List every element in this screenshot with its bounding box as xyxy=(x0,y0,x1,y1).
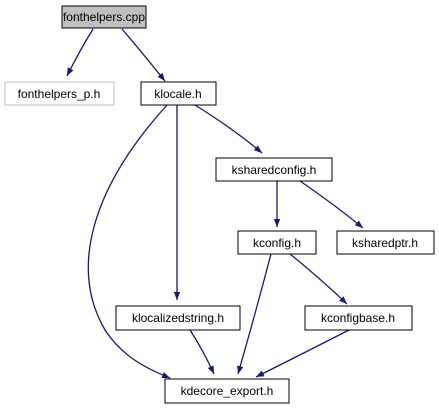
edges-layer xyxy=(66,28,364,379)
node-box xyxy=(304,305,413,331)
node-box xyxy=(61,5,147,29)
node-fonthelpers-cpp[interactable]: fonthelpers.cpp xyxy=(61,5,147,29)
edge-fonthelpers-cpp-to-klocale-h xyxy=(121,28,166,82)
node-box xyxy=(164,378,290,404)
node-box xyxy=(4,81,115,106)
node-box xyxy=(115,305,241,331)
node-kdecore-export-h[interactable]: kdecore_export.h xyxy=(164,378,290,404)
edge-klocalizedstring-h-to-kdecore-export-h xyxy=(189,329,215,375)
node-label: kconfigbase.h xyxy=(321,311,395,325)
node-ksharedptr-h[interactable]: ksharedptr.h xyxy=(336,230,435,255)
edge-kconfig-h-to-kdecore-export-h xyxy=(237,253,272,375)
node-box xyxy=(336,230,435,255)
node-label: klocalizedstring.h xyxy=(132,311,224,325)
node-kconfig-h[interactable]: kconfig.h xyxy=(237,230,317,255)
node-kconfigbase-h[interactable]: kconfigbase.h xyxy=(304,305,413,331)
node-label: kconfig.h xyxy=(253,236,301,250)
node-fonthelpers-p-h[interactable]: fonthelpers_p.h xyxy=(4,81,115,106)
node-label: fonthelpers_p.h xyxy=(18,87,101,101)
edge-klocale-h-to-kdecore-export-h xyxy=(87,104,171,379)
node-box xyxy=(237,230,317,255)
node-box xyxy=(215,157,333,182)
node-klocale-h[interactable]: klocale.h xyxy=(140,81,217,106)
nodes-layer: fonthelpers.cpp fonthelpers_p.h klocale.… xyxy=(4,5,435,404)
edge-ksharedconfig-h-to-ksharedptr-h xyxy=(299,180,364,229)
node-ksharedconfig-h[interactable]: ksharedconfig.h xyxy=(215,157,333,182)
node-label: kdecore_export.h xyxy=(181,384,274,398)
node-box xyxy=(140,81,217,106)
edge-kconfig-h-to-kconfigbase-h xyxy=(289,253,348,305)
edge-fonthelpers-cpp-to-fonthelpers-p-h xyxy=(66,28,94,77)
edge-klocale-h-to-ksharedconfig-h xyxy=(194,104,263,154)
node-label: klocale.h xyxy=(154,87,201,101)
node-label: ksharedconfig.h xyxy=(232,163,317,177)
edge-kconfigbase-h-to-kdecore-export-h xyxy=(255,329,350,378)
node-klocalizedstring-h[interactable]: klocalizedstring.h xyxy=(115,305,241,331)
node-label: fonthelpers.cpp xyxy=(63,10,145,24)
node-label: ksharedptr.h xyxy=(352,236,418,250)
